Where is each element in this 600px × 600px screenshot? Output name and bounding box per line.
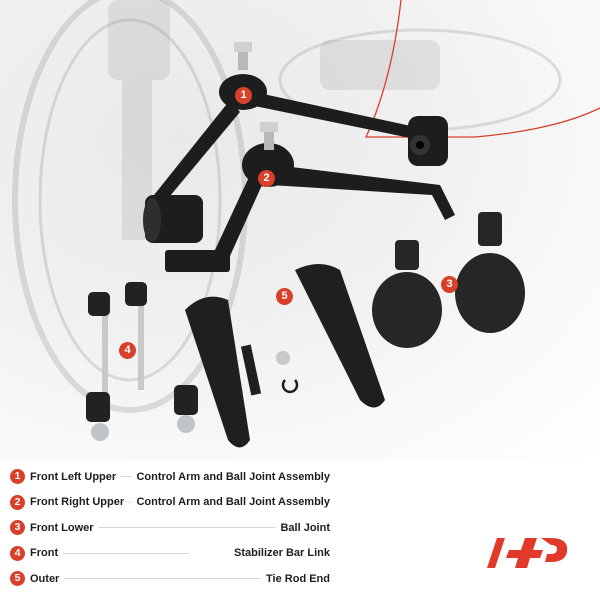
legend-part: Stabilizer Bar Link bbox=[234, 547, 330, 560]
parts-legend: 1 Front Left Upper Control Arm and Ball … bbox=[10, 464, 330, 592]
legend-part: Control Arm and Ball Joint Assembly bbox=[136, 470, 330, 483]
legend-divider bbox=[129, 501, 132, 503]
legend-row: 5 Outer Tie Rod End bbox=[10, 566, 330, 592]
stabilizer-links bbox=[86, 282, 198, 441]
legend-divider bbox=[121, 476, 132, 478]
tie-rod-ends bbox=[185, 264, 385, 448]
legend-number-badge: 1 bbox=[10, 469, 25, 485]
legend-number-badge: 2 bbox=[10, 494, 25, 510]
legend-position: Outer bbox=[30, 572, 60, 585]
lower-ball-joints bbox=[372, 212, 525, 348]
product-photo: 1 2 3 4 5 bbox=[0, 0, 600, 460]
callout-badge-4: 4 bbox=[119, 342, 136, 359]
legend-position: Front Right Upper bbox=[30, 496, 125, 509]
legend-part: Tie Rod End bbox=[266, 572, 330, 585]
legend-row: 2 Front Right Upper Control Arm and Ball… bbox=[10, 490, 330, 516]
legend-divider bbox=[98, 527, 276, 529]
brand-logo bbox=[487, 538, 568, 568]
legend-number-badge: 3 bbox=[10, 520, 25, 536]
legend-position: Front Left Upper bbox=[30, 470, 117, 483]
legend-divider bbox=[63, 552, 190, 554]
legend-row: 3 Front Lower Ball Joint bbox=[10, 515, 330, 541]
product-photo-art bbox=[12, 0, 600, 448]
legend-position: Front bbox=[30, 547, 59, 560]
callout-badge-3: 3 bbox=[441, 276, 458, 293]
legend-part: Ball Joint bbox=[280, 521, 330, 534]
legend-number-badge: 5 bbox=[10, 571, 25, 587]
legend-part: Control Arm and Ball Joint Assembly bbox=[136, 496, 330, 509]
legend-row: 1 Front Left Upper Control Arm and Ball … bbox=[10, 464, 330, 490]
callout-badge-1: 1 bbox=[235, 87, 252, 104]
legend-row: 4 Front Stabilizer Bar Link bbox=[10, 541, 330, 567]
callout-badge-2: 2 bbox=[258, 170, 275, 187]
control-arm-right bbox=[165, 122, 455, 272]
callout-badge-5: 5 bbox=[276, 288, 293, 305]
legend-position: Front Lower bbox=[30, 521, 94, 534]
legend-number-badge: 4 bbox=[10, 545, 25, 561]
legend-divider bbox=[64, 578, 262, 580]
